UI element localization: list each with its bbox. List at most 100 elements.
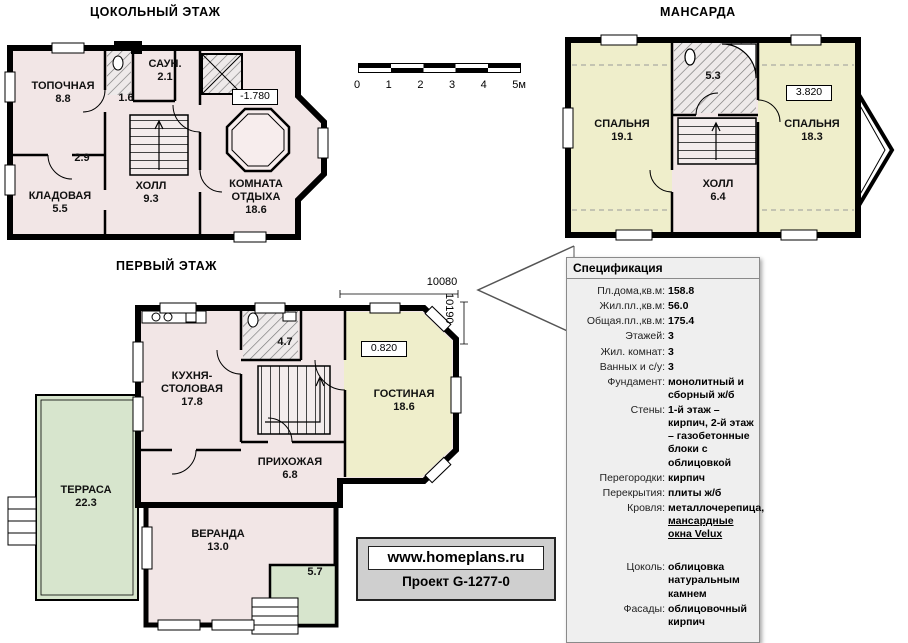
first-floor-partitions <box>138 308 347 477</box>
scale-bar <box>358 63 521 73</box>
spec-value: кирпич <box>668 471 706 484</box>
spec-panel: Спецификация Пл.дома,кв.м: 158.8 Жил.пл.… <box>566 257 764 643</box>
room-veranda: ВЕРАНДА 13.0 <box>176 528 260 554</box>
room-wc-basement: 1.6 <box>112 92 140 105</box>
spec-value: 3 <box>668 330 674 343</box>
room-bath-first: 4.7 <box>270 336 300 349</box>
spec-value: плиты ж/б <box>668 486 722 499</box>
spec-row-baths: Ванных и с/у: 3 <box>569 361 755 374</box>
room-area: 6.4 <box>710 190 726 203</box>
toilet-icon <box>684 48 696 66</box>
scale-tick: 4 <box>480 79 487 91</box>
room-name: СПАЛЬНЯ <box>594 118 650 130</box>
elevation-mark-basement: -1.780 <box>232 89 278 105</box>
site-url: www.homeplans.ru <box>368 546 544 570</box>
spec-row-house-area: Пл.дома,кв.м: 158.8 <box>569 285 755 298</box>
room-area: 9.3 <box>143 192 159 205</box>
first-floor-door-arcs <box>171 349 346 475</box>
dimension-lines <box>339 290 468 345</box>
spec-label: Жил. комнат: <box>600 345 665 358</box>
attic-gable-bay <box>856 91 895 209</box>
spec-row-living-area: Жил.пл.,кв.м: 56.0 <box>569 300 755 313</box>
spec-label: Этажей: <box>625 330 665 343</box>
scale-tick: 0 <box>354 79 361 91</box>
spec-row-total-area: Общая.пл.,кв.м: 175.4 <box>569 315 755 328</box>
room-name: ГОСТИНАЯ <box>373 388 435 400</box>
terrace-steps <box>7 496 37 546</box>
spec-label: Перегородки: <box>599 471 665 484</box>
room-bedroom2: СПАЛЬНЯ 18.3 <box>770 118 854 144</box>
attic-windows <box>562 34 822 241</box>
velux-link[interactable]: мансардные окна Velux <box>668 515 734 541</box>
spec-value: облицовочный кирпич <box>668 602 747 628</box>
spec-row-rooms: Жил. комнат: 3 <box>569 346 755 359</box>
spec-label: Фундамент: <box>607 375 665 388</box>
spec-value: 3 <box>668 345 674 358</box>
corner-bathtub-icon <box>721 43 757 79</box>
room-area: 6.8 <box>282 468 298 481</box>
spec-value: 1-й этаж – кирпич, 2-й этаж – газобетонн… <box>668 404 754 469</box>
spec-label: Стены: <box>630 404 665 416</box>
room-sauna: САУН. 2.1 <box>140 58 190 84</box>
spec-label: Общая.пл.,кв.м: <box>586 315 665 328</box>
spec-row-walls: Стены: 1-й этаж – кирпич, 2-й этаж – газ… <box>569 404 755 470</box>
scale-tick: 5м <box>512 79 526 91</box>
attic-door-arcs <box>649 92 781 193</box>
room-area: 2.9 <box>74 152 90 164</box>
spec-value: 175.4 <box>668 315 695 328</box>
attic-plan-drawing <box>562 34 895 241</box>
chimney-block <box>114 41 142 54</box>
room-name: ПРИХОЖАЯ <box>257 456 323 468</box>
room-name: ТЕРРАСА <box>60 484 112 496</box>
basement-octagon-feature <box>225 107 291 173</box>
room-area: 5.7 <box>307 566 323 578</box>
spec-value: 3 <box>668 360 674 373</box>
roof-outline <box>476 245 575 335</box>
basement-partitions <box>10 48 202 237</box>
room-bath-attic: 5.3 <box>698 70 728 83</box>
room-corridor-basement: 2.9 <box>66 152 98 165</box>
room-topochnaya: ТОПОЧНАЯ 8.8 <box>20 80 106 106</box>
room-area: 5.5 <box>52 202 68 215</box>
room-name: ХОЛЛ <box>702 178 734 190</box>
spec-label: Кровля: <box>627 501 665 514</box>
room-name: САУН. <box>148 58 182 70</box>
room-porch: 5.7 <box>300 566 330 579</box>
entrance-steps <box>251 597 299 635</box>
scale-tick: 3 <box>448 79 456 91</box>
elevation-mark-first: 0.820 <box>361 341 407 357</box>
dim-width: 10080 <box>426 276 458 288</box>
attic-sloped-ceiling-lines <box>572 64 854 211</box>
room-area: 18.3 <box>801 130 823 143</box>
room-name: ХОЛЛ <box>135 180 167 192</box>
room-name: ВЕРАНДА <box>191 528 245 540</box>
dim-height: 10190 <box>443 293 455 324</box>
room-name: КУХНЯ-СТОЛОВАЯ <box>161 370 223 395</box>
spec-value: 158.8 <box>668 285 695 297</box>
room-hall-basement: ХОЛЛ 9.3 <box>122 180 180 206</box>
room-area: 5.3 <box>705 70 721 82</box>
room-name: СПАЛЬНЯ <box>784 118 840 130</box>
room-area: 18.6 <box>393 400 415 413</box>
spec-row-basement-finish: Цоколь: облицовка натуральным камнем <box>569 561 755 600</box>
room-name: КЛАДОВАЯ <box>28 190 92 202</box>
attic-fixtures <box>684 43 757 79</box>
room-area: 17.8 <box>181 395 203 408</box>
room-rest: КОМНАТА ОТДЫХА 18.6 <box>212 178 300 217</box>
spec-label: Пл.дома,кв.м: <box>597 285 665 297</box>
spec-value-text: металлочерепица, <box>668 501 765 514</box>
first-floor-windows <box>132 302 462 631</box>
spec-panel-body: Пл.дома,кв.м: 158.8 Жил.пл.,кв.м: 56.0 О… <box>567 279 764 635</box>
basement-door-arcs <box>47 89 223 193</box>
spec-value: 56.0 <box>668 300 689 313</box>
attic-title: МАНСАРДА <box>660 5 736 19</box>
room-kladovaya: КЛАДОВАЯ 5.5 <box>18 190 102 216</box>
room-entry: ПРИХОЖАЯ 6.8 <box>248 456 332 482</box>
spec-panel-title: Спецификация <box>567 258 759 279</box>
basement-shower-square <box>201 53 243 95</box>
scale-bar-row <box>359 68 520 72</box>
room-terrace: ТЕРРАСА 22.3 <box>46 484 126 510</box>
scale-bar-row <box>359 64 520 68</box>
project-number: Проект G-1277-0 <box>402 574 510 589</box>
